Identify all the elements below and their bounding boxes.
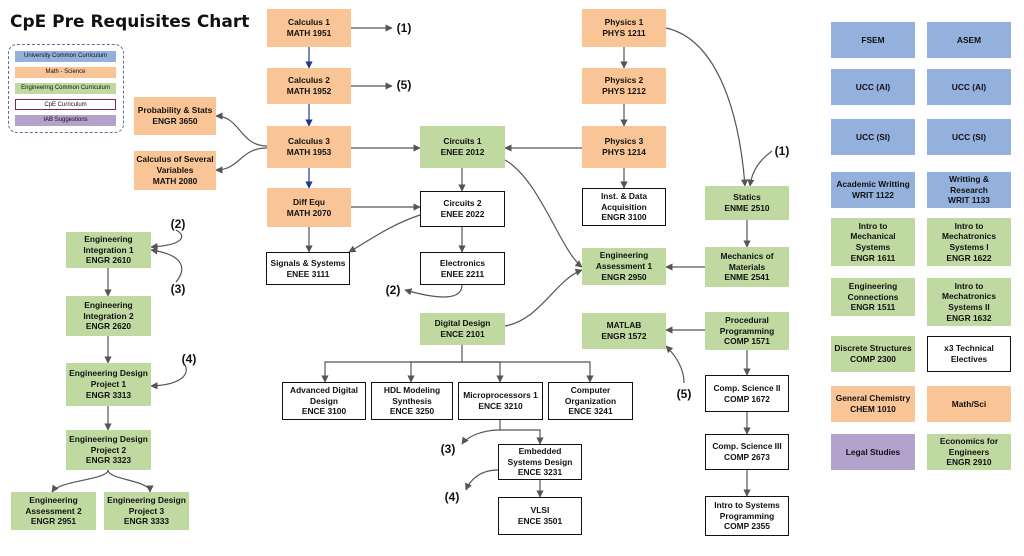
course-design-project-3: Engineering Design Project 3 ENGR 3333 xyxy=(104,492,189,530)
course-fsem: FSEM xyxy=(831,22,915,58)
course-embedded-systems: Embedded Systems Design ENCE 3231 xyxy=(498,444,582,480)
edge-note5b-matlab xyxy=(665,345,685,384)
legend-iab: IAB Suggestions xyxy=(15,115,116,126)
legend-engineering: Engineering Common Curriculum xyxy=(15,83,116,94)
course-mechanics-materials: Mechanics of Materials ENME 2541 xyxy=(705,247,789,287)
course-statics: Statics ENME 2510 xyxy=(705,186,789,220)
course-economics-engineers: Economics for Engineers ENGR 2910 xyxy=(927,434,1011,470)
note-marker-3: (3) xyxy=(170,282,186,296)
legend-ucc: University Common Curriculum xyxy=(15,51,116,62)
edge-circ2-signals xyxy=(348,214,421,253)
edge-phys1-statics xyxy=(665,27,749,187)
edge-circ1-engassess1 xyxy=(504,159,583,268)
course-engineering-connections: Engineering Connections ENGR 1511 xyxy=(831,278,915,316)
course-design-project-1: Engineering Design Project 1 ENGR 3313 xyxy=(66,363,151,406)
course-legal-studies: Legal Studies xyxy=(831,434,915,470)
note-marker-5: (5) xyxy=(676,387,692,401)
course-academic-writing: Academic Writting WRIT 1122 xyxy=(831,172,915,208)
course-inst-data-acquisition: Inst. & Data Acquisition ENGR 3100 xyxy=(582,188,666,226)
course-signals-systems: Signals & Systems ENEE 3111 xyxy=(266,252,350,285)
course-engineering-integration-2: Engineering Integration 2 ENGR 2620 xyxy=(66,296,151,336)
course-physics-2: Physics 2 PHYS 1212 xyxy=(582,68,666,104)
course-microprocessors-1: Microprocessors 1 ENCE 3210 xyxy=(458,382,543,420)
edge-note2a-engint1 xyxy=(150,229,183,251)
course-intro-systems-programming: Intro to Systems Programming COMP 2355 xyxy=(705,496,789,536)
edge-calc3-probstats xyxy=(215,112,268,147)
course-asem: ASEM xyxy=(927,22,1011,58)
note-marker-4: (4) xyxy=(181,352,197,366)
course-circuits-1: Circuits 1 ENEE 2012 xyxy=(420,126,505,168)
edge-micro1-note3b xyxy=(461,429,501,445)
note-marker-3: (3) xyxy=(440,442,456,456)
course-circuits-2: Circuits 2 ENEE 2022 xyxy=(420,191,505,227)
note-marker-4: (4) xyxy=(444,490,460,504)
edge-designproj2-designproj3 xyxy=(107,469,154,493)
course-vlsi: VLSI ENCE 3501 xyxy=(498,497,582,535)
edge-digdesign-hdl xyxy=(407,361,462,383)
edge-digdesign-comporg xyxy=(462,361,594,383)
course-matlab: MATLAB ENGR 1572 xyxy=(582,313,666,349)
course-calculus-3: Calculus 3 MATH 1953 xyxy=(267,126,351,168)
course-technical-electives: x3 Technical Electives xyxy=(927,336,1011,372)
course-writing-research: Writting & Research WRIT 1133 xyxy=(927,172,1011,208)
course-intro-mechatronics-2: Intro to Mechatronics Systems II ENGR 16… xyxy=(927,278,1011,326)
course-math-sci: Math/Sci xyxy=(927,386,1011,422)
edge-digdesign-advdig xyxy=(321,345,463,383)
course-electronics: Electronics ENEE 2211 xyxy=(420,252,505,285)
course-comp-science-2: Comp. Science II COMP 1672 xyxy=(705,375,789,412)
edge-note3a-engint1 xyxy=(150,247,183,283)
course-engineering-integration-1: Engineering Integration 1 ENGR 2610 xyxy=(66,232,151,268)
course-intro-mechanical-systems: Intro to Mechanical Systems ENGR 1611 xyxy=(831,218,915,266)
course-design-project-2: Engineering Design Project 2 ENGR 3323 xyxy=(66,430,151,470)
course-advanced-digital-design: Advanced Digital Design ENCE 3100 xyxy=(282,382,366,420)
course-digital-design: Digital Design ENCE 2101 xyxy=(420,313,505,345)
course-general-chemistry: General Chemistry CHEM 1010 xyxy=(831,386,915,422)
note-marker-5: (5) xyxy=(396,78,412,92)
course-hdl-modeling: HDL Modeling Synthesis ENCE 3250 xyxy=(371,382,453,420)
course-discrete-structures: Discrete Structures COMP 2300 xyxy=(831,336,915,372)
note-marker-2: (2) xyxy=(170,217,186,231)
legend-math-science: Math - Science xyxy=(15,67,116,78)
course-comp-science-3: Comp. Science III COMP 2673 xyxy=(705,434,789,470)
legend-cpe: CpE Curriculum xyxy=(15,99,116,110)
course-engineering-assessment-1: Engineering Assessment 1 ENGR 2950 xyxy=(582,248,666,285)
edge-calc3-calcsev xyxy=(215,147,268,174)
legend: University Common Curriculum Math - Scie… xyxy=(8,44,124,133)
course-ucc-si-2: UCC (SI) xyxy=(927,119,1011,155)
edge-embedded-note4b xyxy=(465,469,499,491)
note-marker-1: (1) xyxy=(396,21,412,35)
course-calc-several-variables: Calculus of Several Variables MATH 2080 xyxy=(134,151,216,190)
course-ucc-ai-2: UCC (AI) xyxy=(927,69,1011,105)
course-intro-mechatronics-1: Intro to Mechatronics Systems I ENGR 162… xyxy=(927,218,1011,266)
note-marker-1: (1) xyxy=(774,144,790,158)
edge-designproj2-engassess2 xyxy=(51,469,109,493)
course-diff-equ: Diff Equ MATH 2070 xyxy=(267,188,351,227)
note-marker-2: (2) xyxy=(385,283,401,297)
edge-micro1-embedded xyxy=(499,420,544,445)
edge-note1-statics xyxy=(747,150,773,187)
chart-title: CpE Pre Requisites Chart xyxy=(10,12,250,32)
course-computer-organization: Computer Organization ENCE 3241 xyxy=(548,382,633,420)
course-prob-stats: Probability & Stats ENGR 3650 xyxy=(134,97,216,135)
course-ucc-ai-1: UCC (AI) xyxy=(831,69,915,105)
edge-digdesign-engassess1 xyxy=(504,268,583,327)
course-calculus-1: Calculus 1 MATH 1951 xyxy=(267,9,351,47)
course-engineering-assessment-2: Engineering Assessment 2 ENGR 2951 xyxy=(11,492,96,530)
course-procedural-programming: Procedural Programming COMP 1571 xyxy=(705,312,789,350)
course-calculus-2: Calculus 2 MATH 1952 xyxy=(267,68,351,104)
course-physics-1: Physics 1 PHYS 1211 xyxy=(582,9,666,47)
edge-digdesign-micro1 xyxy=(462,361,504,383)
edge-electronics-note2 xyxy=(404,284,463,298)
course-physics-3: Physics 3 PHYS 1214 xyxy=(582,126,666,168)
course-ucc-si-1: UCC (SI) xyxy=(831,119,915,155)
edge-note4a-designproj1 xyxy=(150,364,187,390)
